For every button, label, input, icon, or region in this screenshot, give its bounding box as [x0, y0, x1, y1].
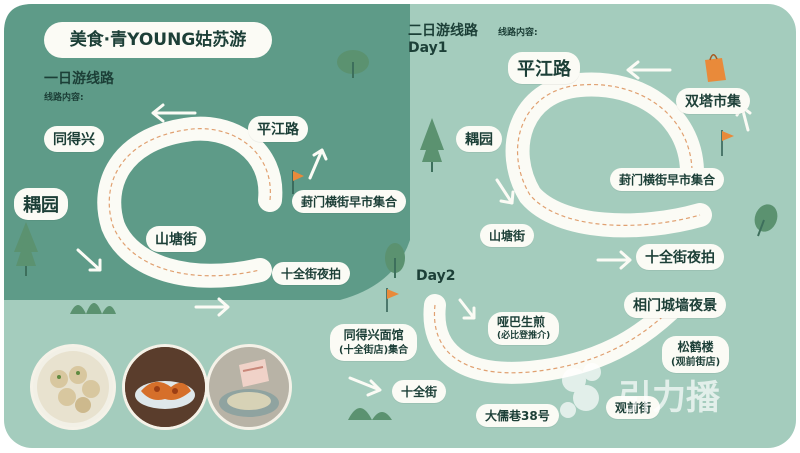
day-one-subheading: 线路内容: — [44, 93, 84, 103]
stop-shuangta-market: 双塔市集 — [676, 88, 750, 114]
stop-ouyuan-2: 耦园 — [456, 126, 502, 152]
watermark-text: 引力播 — [618, 378, 720, 418]
arrow-icon — [194, 297, 230, 317]
day-two-road-1 — [505, 72, 712, 238]
flag-icon — [292, 170, 304, 194]
day-two-road-2 — [423, 294, 681, 384]
tree-icon — [754, 204, 778, 237]
stop-fengmen-morning-market: 葑门横街早市集合 — [292, 190, 407, 213]
stop-shantang-street: 山塘街 — [146, 226, 206, 252]
tree-icon — [420, 118, 444, 172]
tree-icon — [14, 222, 38, 276]
arrow-icon — [458, 298, 476, 320]
tree-icon — [337, 50, 369, 78]
stop-ouyuan: 耦园 — [14, 188, 68, 220]
stop-shiquan-night-2: 十全街夜拍 — [636, 244, 724, 270]
stop-tongdexing-noodles: 同得兴面馆 (十全街店)集合 — [330, 324, 418, 361]
food-photo-noodles — [206, 344, 292, 430]
day-two-heading: 二日游线路 — [408, 23, 478, 39]
day-two-subheading: 线路内容: — [498, 28, 538, 38]
stop-yaba-shengjian: 哑巴生煎 (必比登推介) — [488, 312, 560, 346]
bush-icon — [348, 408, 392, 420]
flag-icon — [721, 130, 734, 156]
food-image — [209, 347, 289, 427]
page-title: 美食·青YOUNG姑苏游 — [44, 22, 272, 58]
bush-icon — [70, 303, 116, 314]
stop-fengmen-morning-market-2: 葑门横街早市集合 — [610, 168, 725, 191]
watermark-logo: 引力播 — [556, 358, 796, 428]
arrow-icon — [596, 250, 632, 270]
food-image — [37, 351, 109, 423]
stop-shiquan-night: 十全街夜拍 — [272, 262, 351, 285]
stop-pingjiang-road: 平江路 — [248, 116, 308, 142]
stop-daru-lane: 大儒巷38号 — [476, 404, 559, 427]
stop-tongdexing: 同得兴 — [44, 126, 104, 152]
stop-shantang-street-2: 山塘街 — [480, 224, 535, 247]
stop-xiangmen-wall-night: 相门城墙夜景 — [624, 292, 726, 318]
stop-shiquan-street: 十全街 — [392, 380, 447, 403]
stop-pingjiang-road-2: 平江路 — [508, 52, 580, 84]
watermark-icon — [560, 363, 601, 418]
flag-icon — [386, 288, 399, 312]
arrow-icon — [626, 60, 672, 80]
arrow-icon — [76, 248, 102, 272]
day-one-heading: 一日游线路 — [44, 71, 114, 87]
stop-guanqian-street: 观前街 — [606, 396, 661, 419]
arrow-icon — [495, 178, 515, 205]
arrow-icon — [308, 148, 328, 180]
food-photo-squirrel-fish — [122, 344, 208, 430]
food-image — [125, 347, 205, 427]
shopping-bag-icon — [705, 54, 726, 82]
arrow-icon — [348, 376, 382, 397]
tree-icon — [385, 243, 405, 278]
day-one-road — [97, 116, 283, 288]
day-one-label: Day1 — [408, 40, 448, 56]
arrow-icon — [151, 103, 197, 123]
food-photo-shengjian — [30, 344, 116, 430]
day-two-label: Day2 — [416, 268, 456, 284]
stop-songhe-restaurant: 松鹤楼 (观前街店) — [662, 336, 730, 373]
